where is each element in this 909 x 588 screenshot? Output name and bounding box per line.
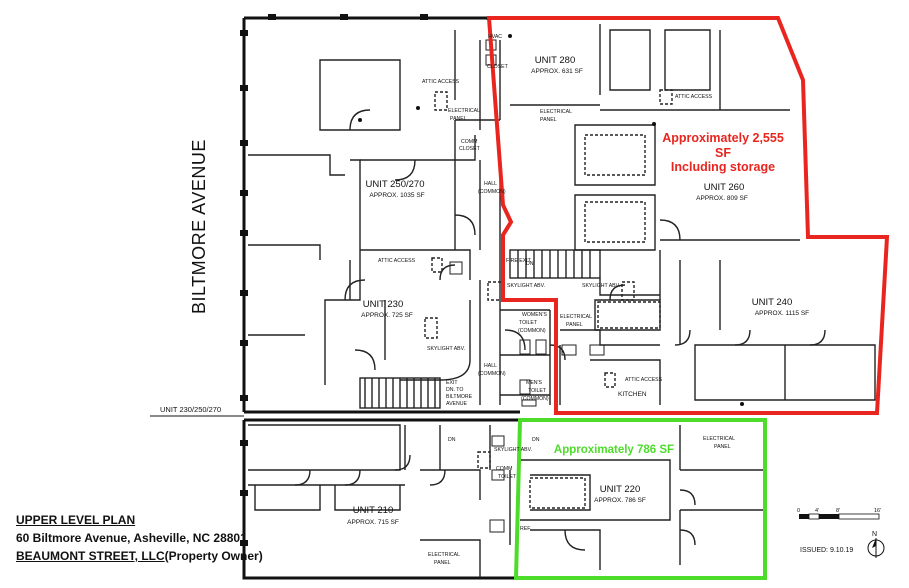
room-label: ELECTRICAL [428, 552, 460, 558]
room-label: HVAC [488, 34, 502, 40]
room-label: SKYLIGHT ABV. [582, 283, 620, 289]
room-label: HALL [484, 181, 497, 187]
room-label: SKYLIGHT ABV. [427, 346, 465, 352]
unit-line-marker: UNIT 230/250/270 [150, 405, 244, 417]
owner-note: (Property Owner) [164, 549, 263, 563]
room-label: PANEL [434, 560, 451, 566]
room-label: DN [532, 437, 540, 443]
room-label: CLOSET [487, 64, 509, 70]
unit-280-name: UNIT 280 [535, 55, 575, 66]
room-label: DN. TO [446, 387, 463, 393]
room-label: (COMMON) [521, 396, 549, 402]
unit-labels: UNIT 280 APPROX. 631 SF UNIT 250/270 APP… [347, 55, 809, 526]
room-label: REF [520, 526, 530, 532]
issued-date: ISSUED: 9.10.19 [800, 547, 853, 554]
room-label: HALL [484, 363, 497, 369]
room-label: FIRE EXIT [506, 258, 532, 264]
north-arrow-icon: N [867, 531, 885, 558]
red-highlight-text: Approximately 2,555 SF Including storage [662, 131, 784, 174]
room-label: PANEL [566, 322, 583, 328]
room-label: TOILET [528, 388, 547, 394]
room-label: DN [448, 437, 456, 443]
plan-title-text: UPPER LEVEL PLAN [16, 513, 136, 527]
street-label: BILTMORE AVENUE [189, 139, 209, 314]
unit-210-name: UNIT 210 [353, 505, 393, 516]
unit-210-area: APPROX. 715 SF [347, 519, 399, 526]
north-label: N [872, 531, 877, 538]
scale-tick-label: 4' [815, 508, 819, 514]
room-label: KITCHEN [618, 391, 647, 398]
green-area-label: Approximately 786 SF [554, 444, 674, 456]
room-label: CLOSET [459, 146, 481, 152]
plumbing-fixtures [449, 39, 605, 533]
scale-tick-label: 0 [797, 508, 800, 514]
room-label: PANEL [540, 117, 557, 123]
room-label: ELECTRICAL [540, 109, 572, 115]
room-label: SKYLIGHT ABV. [494, 447, 532, 453]
room-label: EXIT [446, 380, 458, 386]
room-label: ELECTRICAL [560, 314, 592, 320]
unit-240-area: APPROX. 1115 SF [755, 310, 809, 317]
room-label: ATTIC ACCESS [675, 94, 713, 100]
room-label: ATTIC ACCESS [378, 258, 416, 264]
red-area-line-1: Approximately 2,555 [662, 131, 784, 145]
unit-230-name: UNIT 230 [363, 299, 403, 310]
building-walls [242, 16, 520, 580]
unit-line-label: UNIT 230/250/270 [160, 405, 221, 414]
owner-name: BEAUMONT STREET, LLC [16, 549, 165, 563]
room-label: TOILET [519, 320, 538, 326]
scale-bar: 0 4' 8' 16' [797, 508, 881, 520]
owner-line: BEAUMONT STREET, LLC(Property Owner) [16, 549, 263, 563]
room-label: COMM [461, 139, 477, 145]
room-label: ATTIC ACCESS [422, 79, 460, 85]
room-label: ELECTRICAL [703, 436, 735, 442]
room-label: COMM [496, 466, 512, 472]
window-marks [240, 14, 744, 546]
room-label: (COMMON) [478, 371, 506, 377]
unit-250-270-name: UNIT 250/270 [366, 179, 425, 190]
room-labels: HVAC CLOSET ATTIC ACCESS ELECTRICAL PANE… [378, 34, 735, 566]
room-label: WOMEN'S [522, 312, 547, 318]
interior-walls [248, 24, 876, 578]
red-area-line-3: Including storage [671, 160, 775, 174]
room-label: ATTIC ACCESS [625, 377, 663, 383]
scale-tick-label: 8' [836, 508, 840, 514]
plan-title: UPPER LEVEL PLAN [16, 513, 135, 527]
unit-250-270-area: APPROX. 1035 SF [369, 192, 424, 199]
unit-260-area: APPROX. 809 SF [696, 195, 748, 202]
room-label: PANEL [450, 116, 467, 122]
red-area-line-2: SF [715, 146, 731, 160]
room-label: ELECTRICAL [448, 108, 480, 114]
green-highlight-outline [513, 418, 767, 580]
room-label: (COMMON) [478, 189, 506, 195]
room-label: MEN'S [526, 380, 543, 386]
address-street: 60 Biltmore Avenue, [16, 531, 131, 545]
unit-220-name: UNIT 220 [600, 484, 640, 495]
room-label: (COMMON) [518, 328, 546, 334]
room-label: PANEL [714, 444, 731, 450]
address: 60 Biltmore Avenue, Asheville, NC 28801 [16, 531, 247, 545]
room-label: TOILET [498, 474, 517, 480]
room-label: DN [526, 261, 534, 267]
unit-220-area: APPROX. 786 SF [594, 497, 646, 504]
red-highlight-outline [486, 16, 890, 415]
unit-260-name: UNIT 260 [704, 182, 744, 193]
unit-230-area: APPROX. 725 SF [361, 312, 413, 319]
room-label: SKYLIGHT ABV. [507, 283, 545, 289]
unit-240-name: UNIT 240 [752, 297, 792, 308]
room-label: BILTMORE [446, 394, 473, 400]
scale-tick-label: 16' [874, 508, 881, 514]
unit-280-area: APPROX. 631 SF [531, 68, 583, 75]
room-label: AVENUE [446, 401, 467, 407]
address-city: Asheville, NC 28801 [133, 531, 247, 545]
